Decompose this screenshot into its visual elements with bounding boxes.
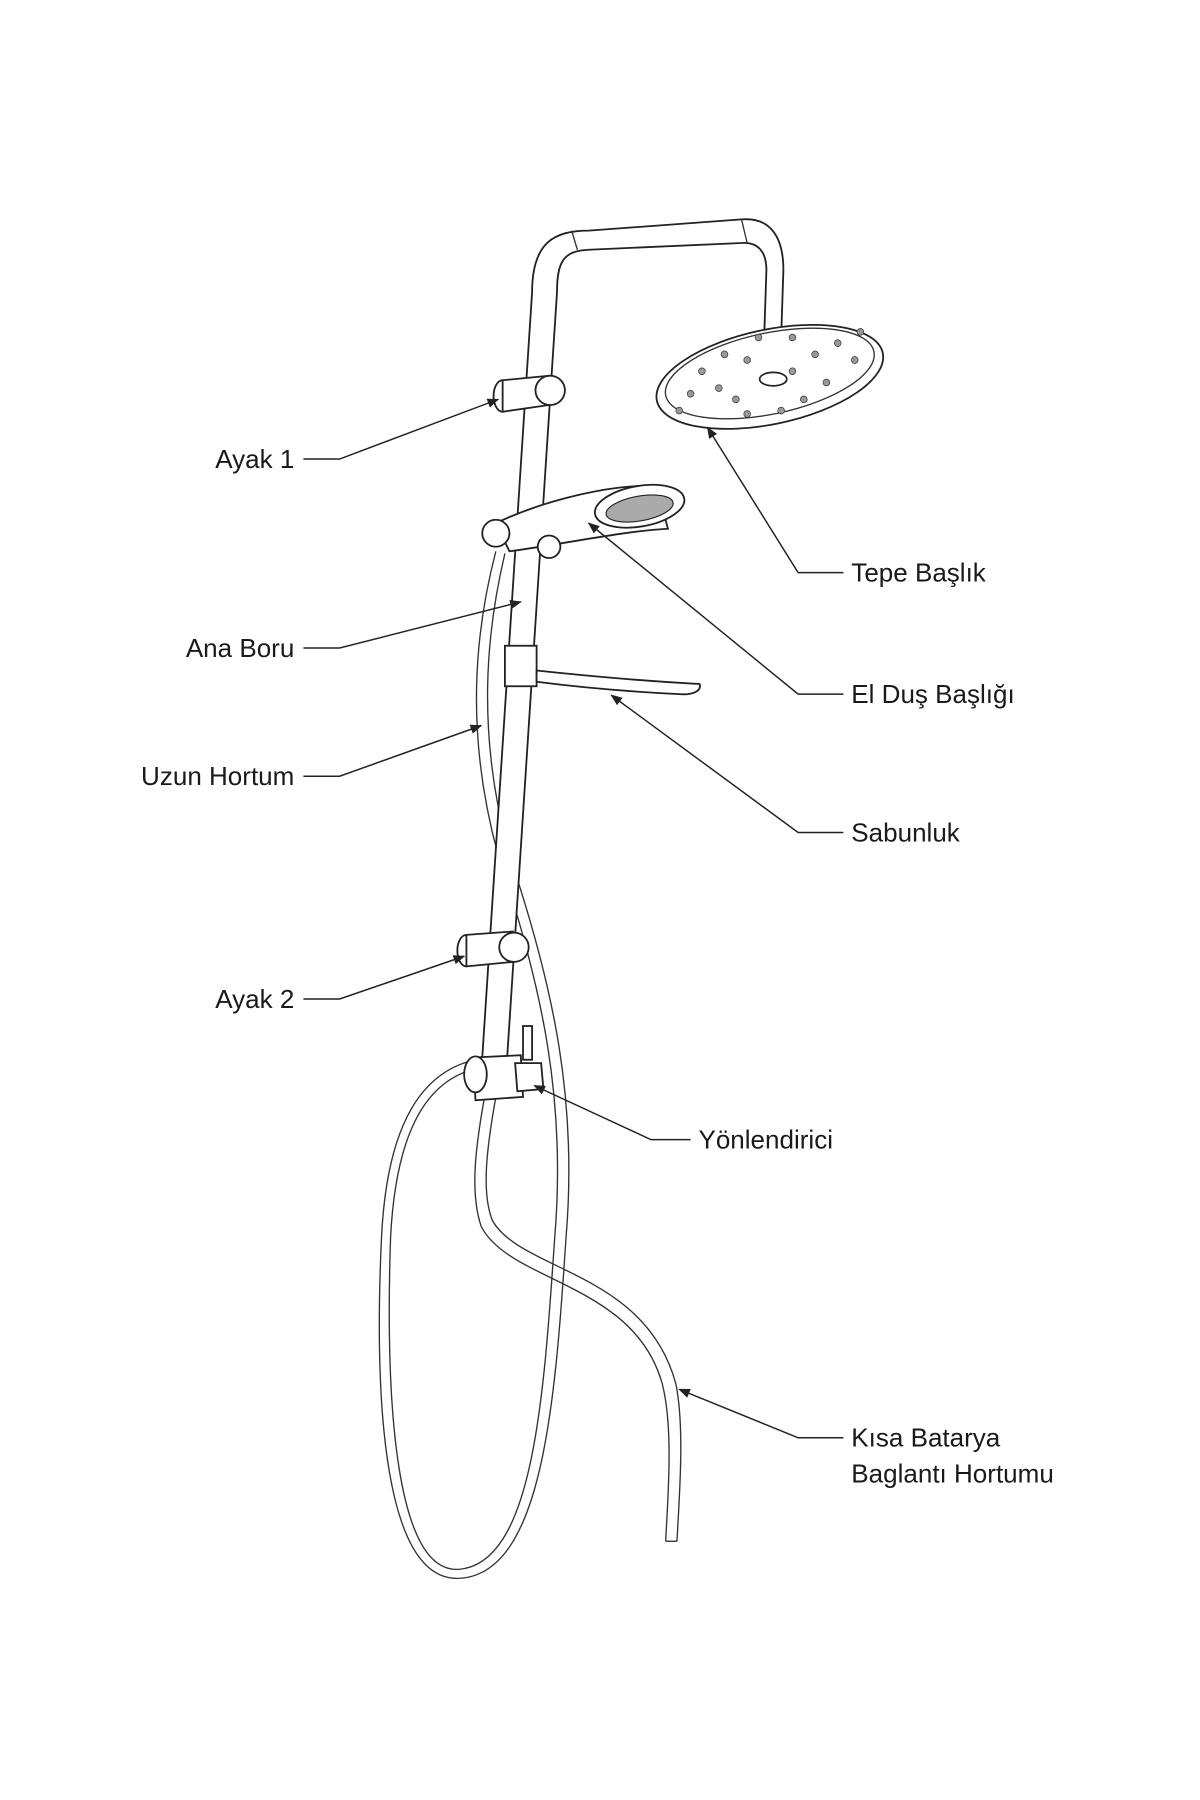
bracket-1 <box>492 374 566 413</box>
short-hose <box>474 1096 682 1542</box>
label-tepe-baslik: Tepe Başlık <box>851 560 986 588</box>
label-yonlendirici: Yönlendirici <box>698 1127 833 1155</box>
bracket-2 <box>456 930 530 968</box>
label-kisa-batarya-line1: Kısa Batarya <box>851 1425 1001 1453</box>
label-uzun-hortum: Uzun Hortum <box>141 763 294 791</box>
rain-shower-head <box>655 323 885 430</box>
label-sabunluk: Sabunluk <box>851 820 960 848</box>
hand-shower <box>481 483 686 559</box>
leader-lines <box>303 398 844 1439</box>
label-ana-boru: Ana Boru <box>186 635 294 663</box>
soap-dish <box>504 644 701 696</box>
label-kisa-batarya-line2: Baglantı Hortumu <box>851 1461 1053 1489</box>
label-ayak-2: Ayak 2 <box>215 986 294 1014</box>
label-ayak-1: Ayak 1 <box>215 446 294 474</box>
label-el-dus-basligi: El Duş Başlığı <box>851 681 1014 709</box>
